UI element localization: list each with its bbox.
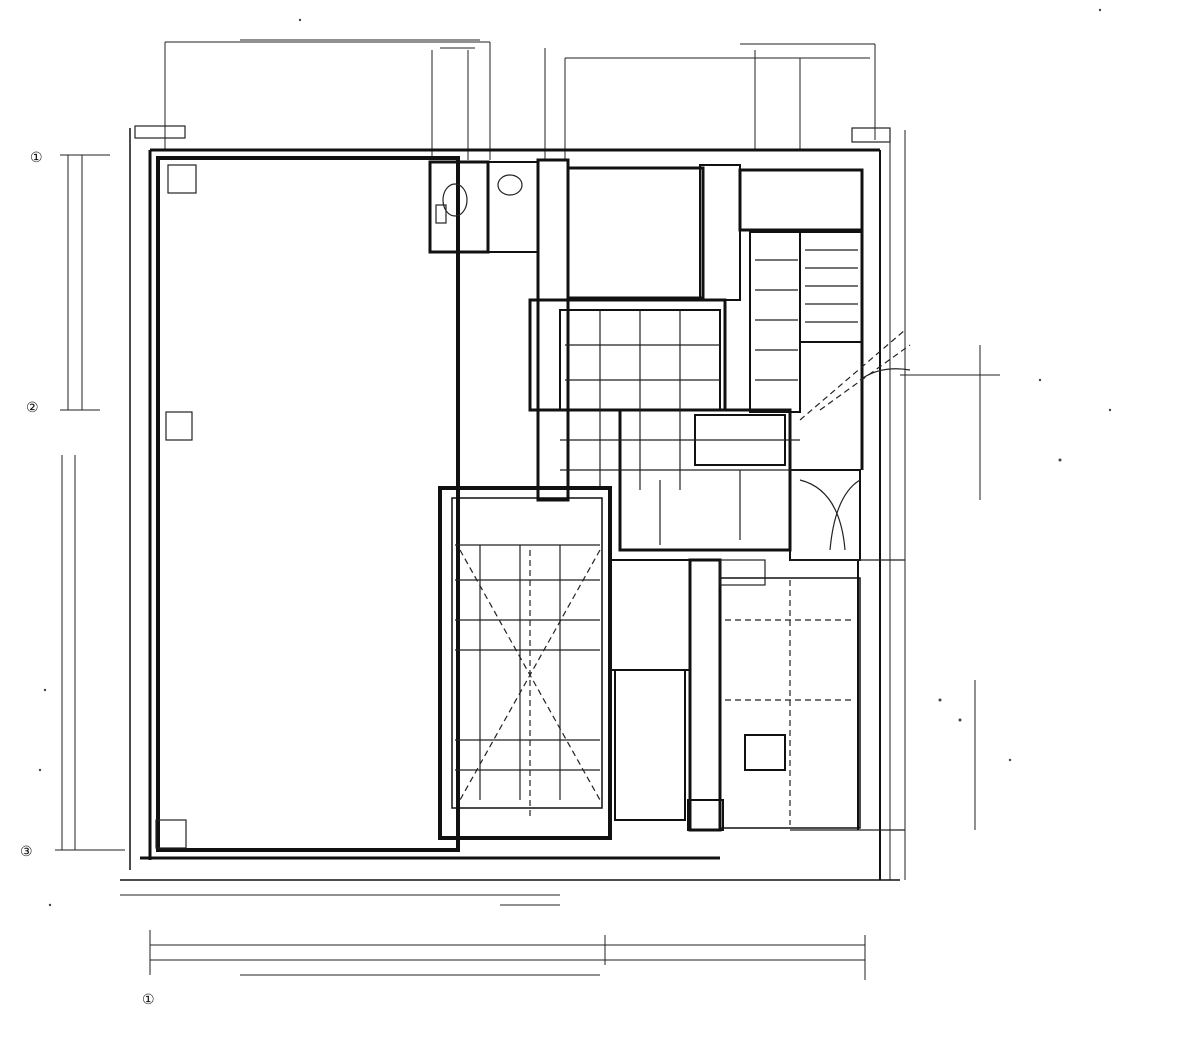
axis-marker-row-top: ① [30, 150, 43, 166]
axis-marker-col-left: ① [142, 992, 155, 1008]
exterior-walls [120, 128, 900, 881]
axis-marker-row-lower: ③ [20, 844, 33, 860]
axis-markers: ① ② ③ ① [20, 150, 155, 1008]
lower-right-rooms [609, 558, 905, 832]
scan-specks [38, 8, 1112, 907]
upper-service-rooms [134, 125, 891, 849]
dimension-lines [55, 39, 1000, 980]
lower-middle-room [438, 486, 612, 840]
central-core [528, 298, 911, 561]
axis-marker-row-middle: ② [26, 400, 39, 416]
